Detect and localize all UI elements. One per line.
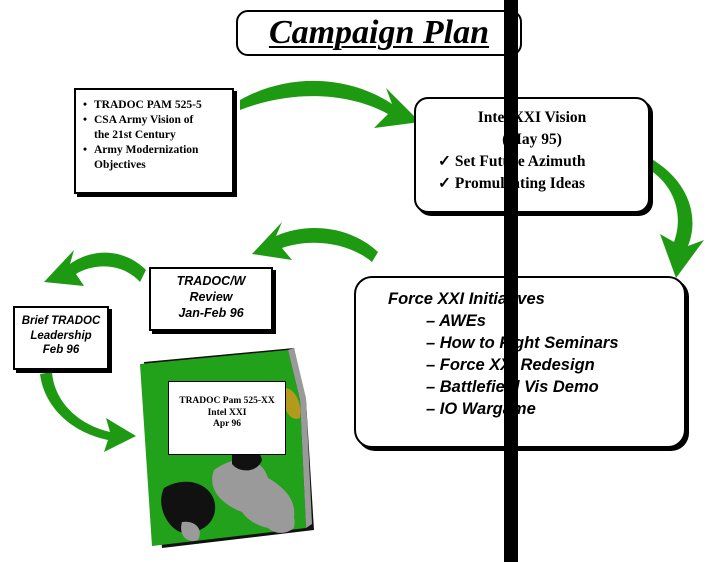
vertical-black-bar	[504, 0, 518, 562]
source-doc-item: CSA Army Vision of the 21st Century	[83, 113, 226, 143]
force-xxi-item: – Battlefield Vis Demo	[426, 378, 599, 396]
force-xxi-item-label: Battlefield Vis Demo	[439, 378, 599, 396]
force-xxi-heading: Force XXI Initiatives	[388, 290, 545, 308]
arrow-review-to-brief	[44, 250, 146, 286]
brief-line: Brief TRADOC	[21, 315, 101, 327]
source-doc-line: Objectives	[94, 159, 146, 171]
force-xxi-item-label: How to Fight Seminars	[439, 334, 619, 352]
force-xxi-item: – Force XXI Redesign	[426, 356, 595, 374]
pamphlet-label: TRADOC Pam 525-XX Intel XXI Apr 96	[168, 381, 286, 455]
brief-line: Leadership	[30, 329, 92, 342]
force-xxi-item-label: IO Wargame	[439, 400, 536, 418]
source-doc-line: TRADOC PAM 525-5	[94, 99, 202, 111]
pamphlet-line: Intel XXI	[207, 407, 247, 418]
force-xxi-box: Force XXI Initiatives – AWEs – How to Fi…	[354, 276, 686, 448]
force-xxi-item: – AWEs	[426, 312, 486, 330]
intel-date: (May 95)	[502, 131, 562, 148]
pamphlet-line: Apr 96	[212, 419, 242, 429]
review-line: TRADOC/W	[176, 274, 246, 288]
review-line: Review	[189, 290, 233, 304]
arrow-docs-to-intel	[240, 80, 420, 128]
intel-vision-box: Intel XXI Vision (May 95) ✓ Set Future A…	[414, 97, 650, 213]
intel-check-item: ✓ Promulgating Ideas	[416, 173, 648, 195]
force-xxi-item-label: AWEs	[439, 312, 486, 330]
force-xxi-item: – IO Wargame	[426, 400, 536, 418]
source-doc-line: the 21st Century	[94, 129, 176, 141]
intel-check-label: Set Future Azimuth	[454, 153, 586, 170]
force-xxi-item: – How to Fight Seminars	[426, 334, 619, 352]
source-doc-item: Army Modernization Objectives	[83, 143, 226, 173]
page-title: Campaign Plan	[268, 14, 490, 51]
checkmark-icon: ✓	[438, 153, 455, 170]
checkmark-icon: ✓	[438, 175, 455, 192]
source-doc-item: TRADOC PAM 525-5	[83, 98, 226, 113]
arrow-intel-to-forcexxi	[650, 158, 704, 278]
tradoc-review-box: TRADOC/W Review Jan-Feb 96	[149, 267, 273, 331]
source-docs-box: TRADOC PAM 525-5 CSA Army Vision of the …	[74, 88, 234, 194]
intel-title: Intel XXI Vision	[477, 109, 587, 126]
intel-check-item: ✓ Set Future Azimuth	[416, 151, 648, 173]
brief-line: Feb 96	[42, 344, 80, 356]
arrow-forcexxi-to-review	[252, 222, 378, 262]
brief-leadership-box: Brief TRADOC Leadership Feb 96	[13, 306, 109, 370]
arrow-brief-to-pamphlet	[40, 372, 136, 452]
pamphlet-line: TRADOC Pam 525-XX	[179, 396, 275, 406]
intel-check-label: Promulgating Ideas	[454, 175, 586, 192]
source-doc-line: CSA Army Vision of	[94, 114, 194, 126]
title-box: Campaign Plan	[236, 10, 522, 56]
source-doc-line: Army Modernization	[94, 144, 199, 156]
review-line: Jan-Feb 96	[178, 306, 244, 320]
